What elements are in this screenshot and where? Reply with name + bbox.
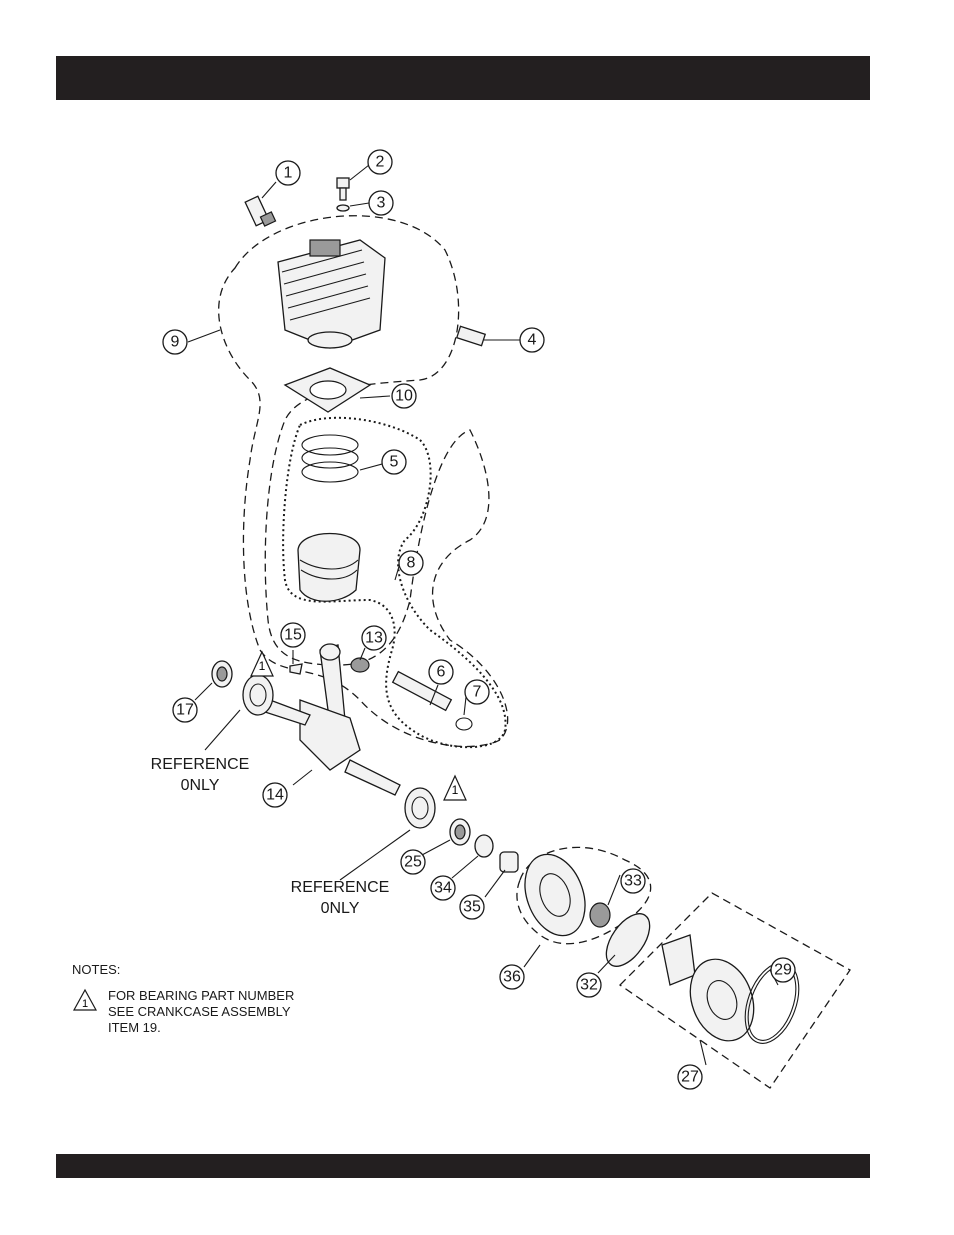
svg-text:35: 35 (463, 899, 481, 916)
callout-8: 8 (399, 551, 423, 575)
svg-text:5: 5 (390, 454, 399, 471)
svg-text:17: 17 (176, 702, 194, 719)
svg-text:9: 9 (171, 334, 180, 351)
reference-label-right: REFERENCE 0NLY (291, 879, 390, 917)
notes-line-3: ITEM 19. (108, 1020, 294, 1036)
callout-3: 3 (369, 191, 393, 215)
notes-heading: NOTES: (72, 962, 294, 978)
valve-part (457, 326, 485, 345)
svg-text:29: 29 (774, 962, 792, 979)
callout-6: 6 (429, 660, 453, 684)
svg-text:0NLY: 0NLY (181, 777, 220, 794)
callout-14: 14 (263, 783, 287, 807)
bolt-part (337, 178, 349, 211)
callout-7: 7 (465, 680, 489, 704)
notes-line-1: FOR BEARING PART NUMBER (108, 988, 294, 1004)
leader-lines (188, 165, 778, 1065)
svg-text:1: 1 (82, 998, 88, 1010)
svg-text:2: 2 (376, 154, 385, 171)
warning-triangle-icon: 1 (72, 988, 98, 1012)
callout-27: 27 (678, 1065, 702, 1089)
callout-25: 25 (401, 850, 425, 874)
bushing-part (500, 852, 518, 872)
svg-text:6: 6 (437, 664, 446, 681)
warning-triangle-1: 1 (251, 652, 273, 676)
callout-13: 13 (362, 626, 386, 650)
washer-part (475, 835, 493, 857)
svg-text:33: 33 (624, 873, 642, 890)
svg-text:1: 1 (452, 783, 459, 797)
needle-bearing-part (351, 658, 369, 672)
callout-9: 9 (163, 330, 187, 354)
notes-line-2: SEE CRANKCASE ASSEMBLY (108, 1004, 294, 1020)
bearing-right-part (405, 788, 435, 828)
svg-text:32: 32 (580, 977, 598, 994)
svg-text:1: 1 (284, 165, 293, 182)
key-part (290, 664, 302, 674)
notes-text: FOR BEARING PART NUMBER SEE CRANKCASE AS… (108, 988, 294, 1036)
svg-text:REFERENCE: REFERENCE (291, 879, 390, 896)
callout-36: 36 (500, 965, 524, 989)
svg-text:13: 13 (365, 630, 383, 647)
piston-part (298, 534, 360, 602)
svg-text:36: 36 (503, 969, 521, 986)
callout-33: 33 (621, 869, 645, 893)
callout-34: 34 (431, 876, 455, 900)
spark-plug-part (245, 196, 275, 226)
svg-text:7: 7 (473, 684, 482, 701)
piston-rings-part (302, 435, 358, 482)
callout-10: 10 (392, 384, 416, 408)
circlip-part (456, 718, 472, 730)
svg-text:10: 10 (395, 388, 413, 405)
reference-label-left: REFERENCE 0NLY (151, 756, 250, 794)
svg-text:3: 3 (377, 195, 386, 212)
callout-32: 32 (577, 973, 601, 997)
clutch-part (662, 935, 765, 1050)
notes-row: 1 FOR BEARING PART NUMBER SEE CRANKCASE … (72, 988, 294, 1036)
callout-15: 15 (281, 623, 305, 647)
svg-text:REFERENCE: REFERENCE (151, 756, 250, 773)
clutch-drum-part (514, 846, 595, 944)
svg-text:34: 34 (434, 880, 452, 897)
svg-text:14: 14 (266, 787, 284, 804)
callout-35: 35 (460, 895, 484, 919)
cylinder-part (278, 240, 385, 348)
callout-4: 4 (520, 328, 544, 352)
svg-text:4: 4 (528, 332, 537, 349)
svg-text:8: 8 (407, 555, 416, 572)
warning-triangle-2: 1 (444, 776, 466, 800)
svg-text:15: 15 (284, 627, 302, 644)
callout-5: 5 (382, 450, 406, 474)
callout-29: 29 (771, 958, 795, 982)
callout-2: 2 (368, 150, 392, 174)
bearing-left-part (243, 675, 273, 715)
svg-text:25: 25 (404, 854, 422, 871)
notes-block: NOTES: 1 FOR BEARING PART NUMBER SEE CRA… (72, 962, 294, 1036)
callout-17: 17 (173, 698, 197, 722)
oil-seal-left-part (212, 661, 232, 687)
oil-seal-right-part (450, 819, 470, 845)
svg-text:0NLY: 0NLY (321, 900, 360, 917)
svg-text:1: 1 (259, 659, 266, 673)
drum-bearing-part (590, 903, 610, 927)
svg-text:27: 27 (681, 1069, 699, 1086)
callout-1: 1 (276, 161, 300, 185)
